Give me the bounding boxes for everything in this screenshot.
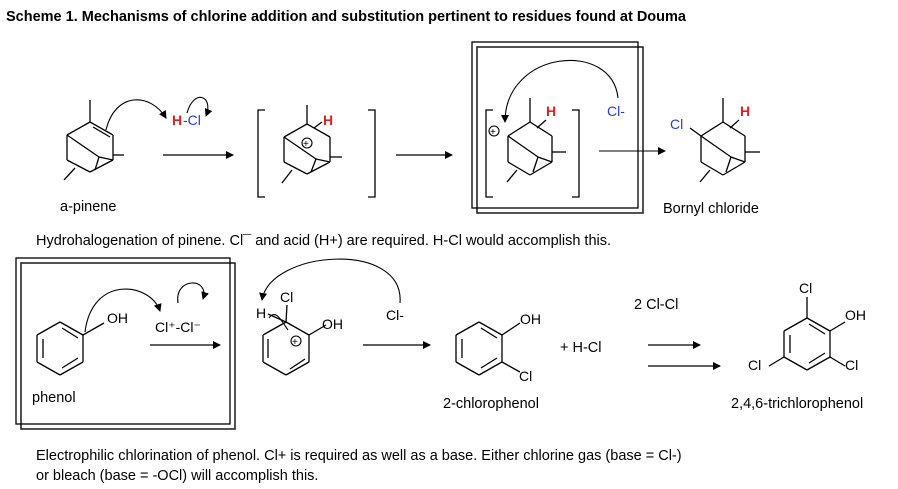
tcp-oh: OH — [845, 307, 866, 323]
svg-text:+: + — [292, 337, 298, 348]
caption-row2-line2: or bleach (base = -OCl) will accomplish … — [36, 468, 318, 484]
carbocation-2: + — [485, 59, 619, 198]
svg-text:+: + — [303, 139, 309, 150]
tcp-cl-top: Cl — [799, 280, 812, 296]
label-2-chlorophenol: 2-chlorophenol — [443, 396, 539, 412]
reagent-2-clcl: 2 Cl-Cl — [634, 297, 678, 313]
clcl-curved-arrow — [177, 282, 209, 304]
highlight-box-phenol — [15, 257, 231, 425]
chlorophenol-cl: Cl — [519, 368, 532, 384]
caption-row1: Hydrohalogenation of pinene. Cl¯ and aci… — [36, 233, 611, 249]
bornyl-chloride-structure — [689, 98, 760, 183]
reagent-chlorine: -Cl — [183, 112, 201, 128]
arenium-chlorine: Cl — [280, 289, 293, 305]
scheme-title: Scheme 1. Mechanisms of chlorine additio… — [6, 9, 687, 25]
phenol-structure — [36, 288, 162, 376]
label-bornyl-chloride: Bornyl chloride — [663, 201, 759, 217]
hcl-curved-arrow — [186, 96, 213, 117]
carbocation-1: + — [257, 105, 376, 198]
chlorophenol-structure — [455, 321, 521, 376]
cation2-hydrogen: H — [546, 103, 556, 119]
chlorophenol-oh: OH — [520, 311, 541, 327]
highlight-box-cation — [471, 41, 639, 209]
cation1-hydrogen: H — [323, 112, 333, 128]
bornyl-hydrogen: H — [740, 103, 750, 119]
label-apinene: a-pinene — [60, 199, 116, 215]
tcp-cl-right: Cl — [845, 357, 858, 373]
plus-hcl: + H-Cl — [560, 340, 602, 356]
tcp-cl-left: Cl — [748, 357, 761, 373]
reagent-cl-plus-cl-minus: Cl⁺-Cl⁻ — [155, 319, 201, 335]
arenium-hydrogen: H — [256, 305, 266, 321]
phenol-oh: OH — [107, 310, 128, 326]
label-trichlorophenol: 2,4,6-trichlorophenol — [731, 396, 863, 412]
label-phenol: phenol — [32, 390, 76, 406]
apinene-structure — [63, 99, 167, 181]
chloride-ion-1: Cl- — [607, 103, 625, 119]
svg-text:+: + — [490, 127, 496, 138]
trichlorophenol-structure — [768, 297, 846, 371]
bornyl-chlorine: Cl — [670, 116, 683, 132]
caption-row2-line1: Electrophilic chlorination of phenol. Cl… — [36, 448, 682, 464]
arenium-intermediate: + — [259, 258, 401, 376]
chloride-ion-2: Cl- — [386, 307, 404, 323]
arenium-oh: OH — [322, 316, 343, 332]
reagent-hydrogen: H — [172, 112, 182, 128]
